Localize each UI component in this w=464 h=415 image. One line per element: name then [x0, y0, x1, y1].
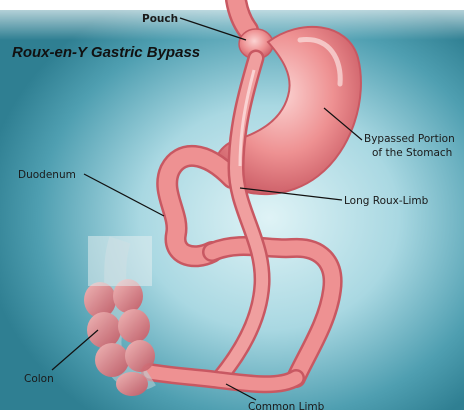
label-bypassed-line2: of the Stomach: [372, 147, 452, 159]
label-roux-limb: Long Roux-Limb: [344, 195, 429, 207]
label-pouch: Pouch: [142, 13, 178, 25]
diagram-title: Roux-en-Y Gastric Bypass: [12, 44, 200, 61]
label-duodenum: Duodenum: [18, 169, 76, 181]
esophagus: [236, 0, 248, 30]
label-colon: Colon: [24, 373, 54, 385]
label-bypassed-line1: Bypassed Portion: [364, 133, 455, 145]
label-common-limb: Common Limb: [248, 401, 325, 413]
